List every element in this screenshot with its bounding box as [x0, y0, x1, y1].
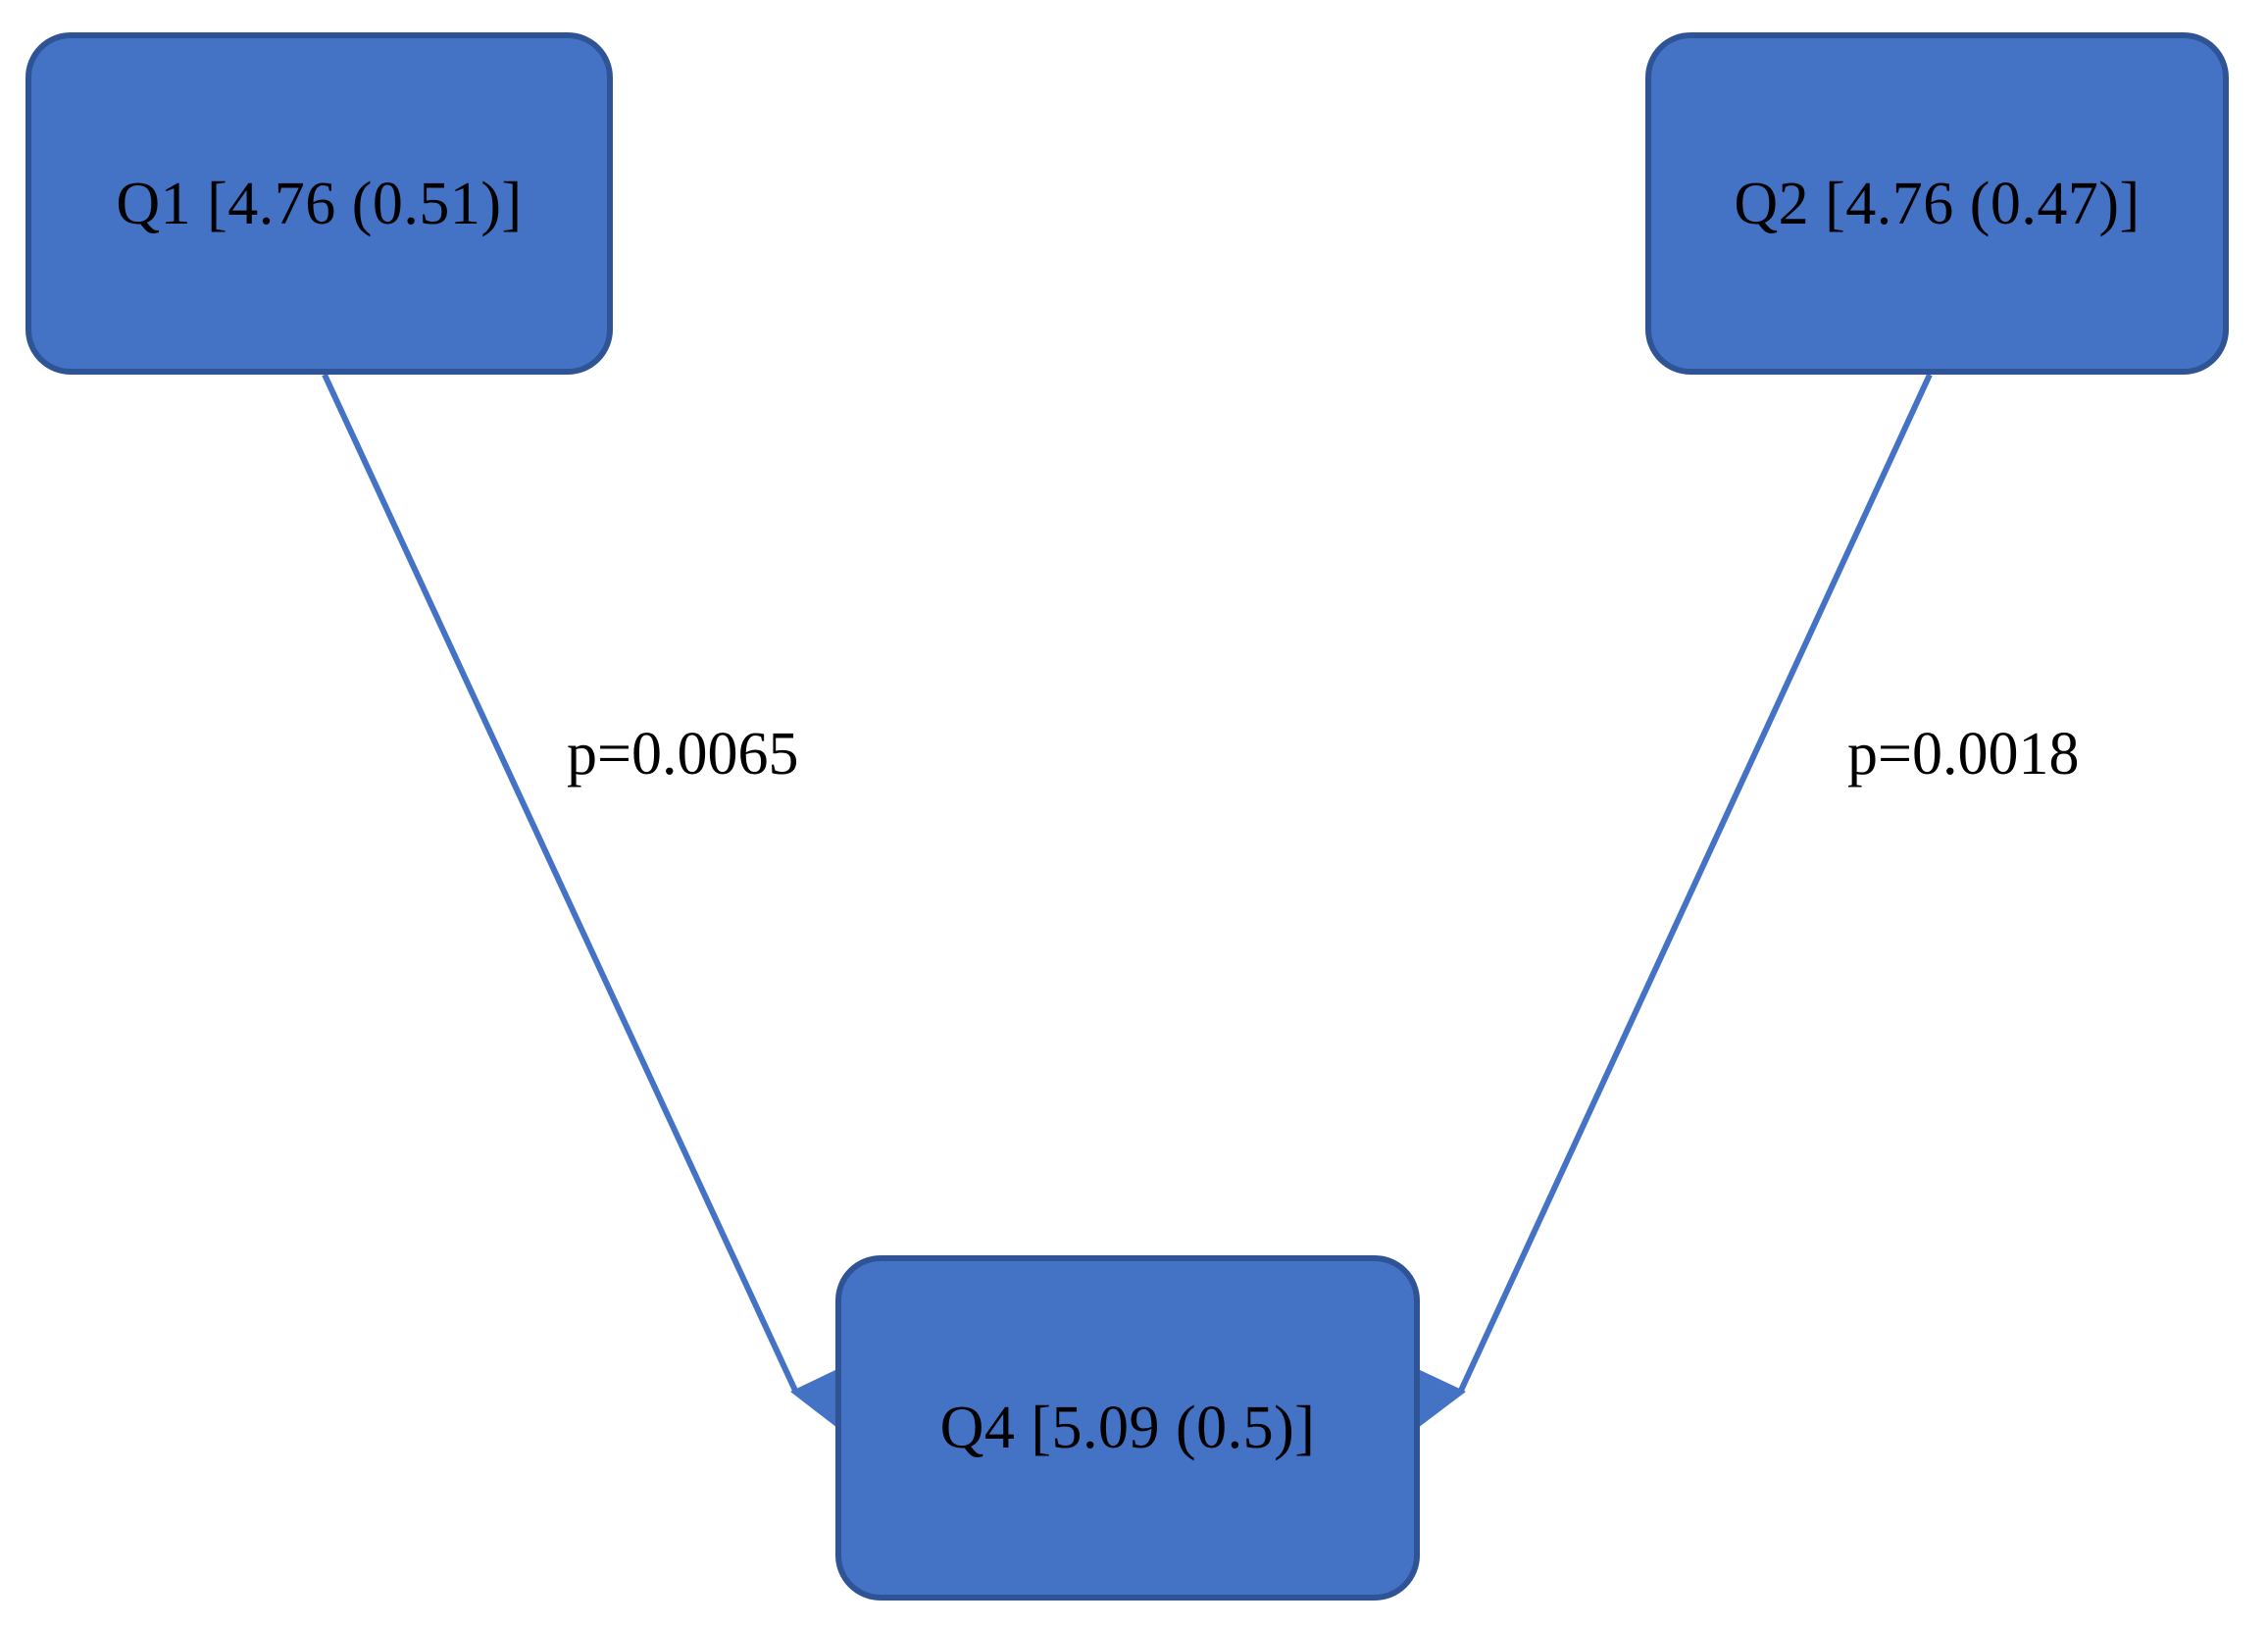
arrowhead-q2-to-q4	[1418, 1369, 1466, 1428]
node-q4-label: Q4 [5.09 (0.5)]	[939, 1395, 1316, 1461]
node-q2[interactable]: Q2 [4.76 (0.47)]	[1645, 32, 2229, 375]
node-q1[interactable]: Q1 [4.76 (0.51)]	[25, 32, 613, 375]
edge-label-q1-to-q4: p=0.0065	[567, 721, 799, 788]
edge-q2-to-q4[interactable]	[1418, 373, 1933, 1428]
node-q4[interactable]: Q4 [5.09 (0.5)]	[835, 1255, 1420, 1601]
arrowhead-q1-to-q4	[790, 1369, 837, 1428]
edge-line-q1-to-q4	[322, 373, 799, 1395]
edge-line-q2-to-q4	[1457, 373, 1933, 1395]
edge-q1-to-q4[interactable]	[322, 373, 837, 1428]
edge-label-q2-to-q4: p=0.0018	[1847, 721, 2080, 788]
node-q2-label: Q2 [4.76 (0.47)]	[1734, 170, 2141, 237]
node-q1-label: Q1 [4.76 (0.51)]	[116, 170, 523, 237]
